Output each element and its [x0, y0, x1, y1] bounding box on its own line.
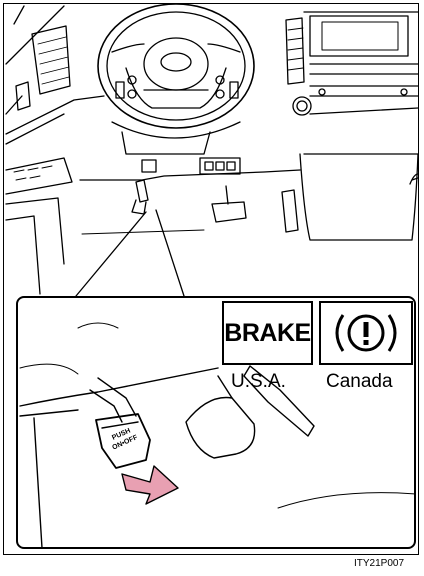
push-pointer-arrow: [122, 466, 178, 504]
brake-warning-icon: [321, 303, 411, 363]
canada-brake-warning-box: [319, 301, 413, 365]
usa-caption: U.S.A.: [231, 371, 286, 393]
figure-code: ITY21P007: [354, 558, 404, 569]
illustration-frame: PUSH ON•OFF BRAKE U.S.A. Canada: [3, 3, 419, 555]
pedal-push-label: PUSH ON•OFF: [108, 426, 140, 452]
usa-brake-warning-box: BRAKE: [222, 301, 313, 365]
canada-caption: Canada: [326, 371, 393, 393]
brake-warning-text: BRAKE: [224, 319, 310, 348]
